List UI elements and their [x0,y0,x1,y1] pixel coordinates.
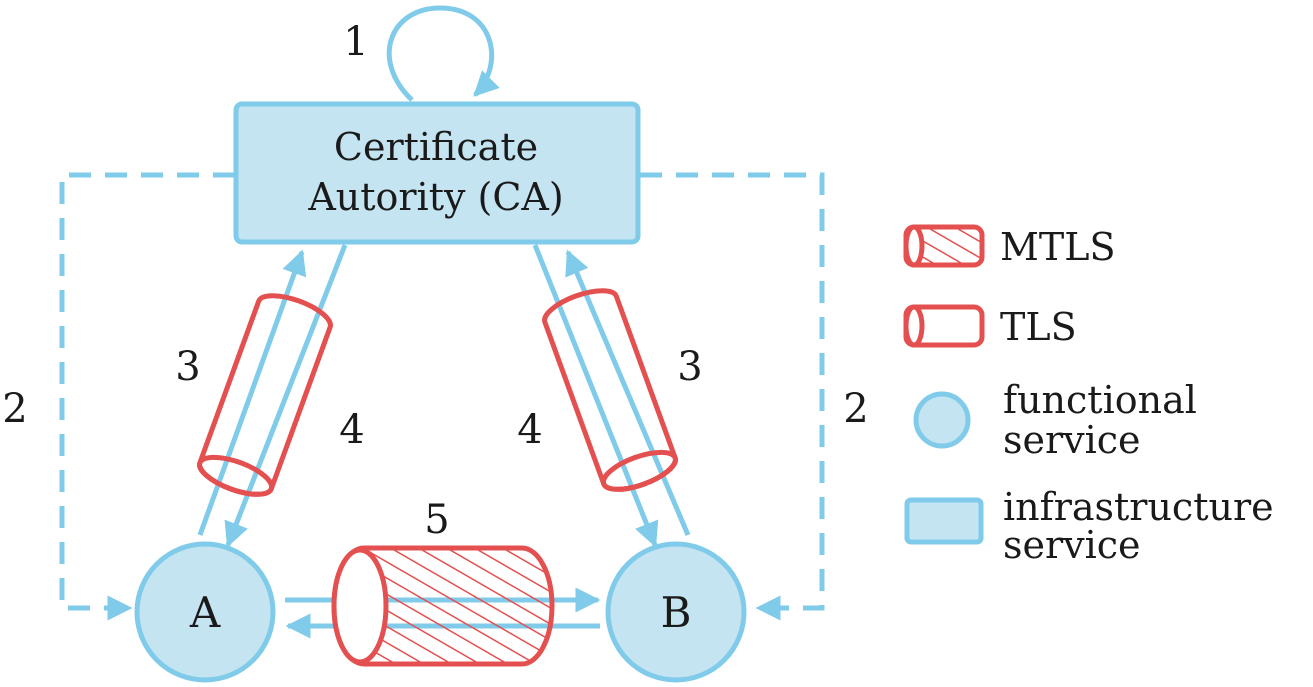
step-3-left-label: 3 [175,344,200,390]
ab-mtls-tunnel [331,545,555,667]
legend-tls-icon [903,304,985,348]
step-5-label: 5 [424,497,449,543]
ca-box [233,101,641,245]
step-4-right-label: 4 [517,407,542,453]
step-4-left-label: 4 [339,407,364,453]
step-3-right-label: 3 [677,344,702,390]
legend-functional-icon [913,391,971,449]
legend-tls-label: TLS [1000,305,1077,349]
left-dashed-arrow [59,172,235,621]
node-b-label: B [661,588,692,637]
legend: MTLS TLS functional service infrastructu… [903,224,1274,567]
legend-mtls-label: MTLS [1000,225,1116,269]
legend-functional-line2: service [1003,418,1141,462]
step-2-right-label: 2 [843,386,868,432]
step-2-left-label: 2 [2,386,27,432]
node-b [605,541,747,683]
legend-mtls-icon [903,224,985,268]
ca-label-line1: Certificate [334,125,538,169]
legend-infrastructure-icon [904,497,984,545]
left-tls-tunnel [197,293,333,497]
right-tls-tunnel [542,288,678,492]
legend-infrastructure-line1: infrastructure [1003,485,1274,529]
right-dashed-arrow [640,172,825,621]
legend-functional-line1: functional [1003,378,1197,422]
legend-infrastructure-line2: service [1003,523,1141,567]
step-1-label: 1 [343,19,368,65]
right-arrow-down [532,244,659,548]
right-arrow-up [565,249,691,536]
ca-label-line2: Autority (CA) [307,175,563,219]
self-loop-arrow [386,5,500,102]
node-a-label: A [189,588,221,637]
node-a [134,541,276,683]
